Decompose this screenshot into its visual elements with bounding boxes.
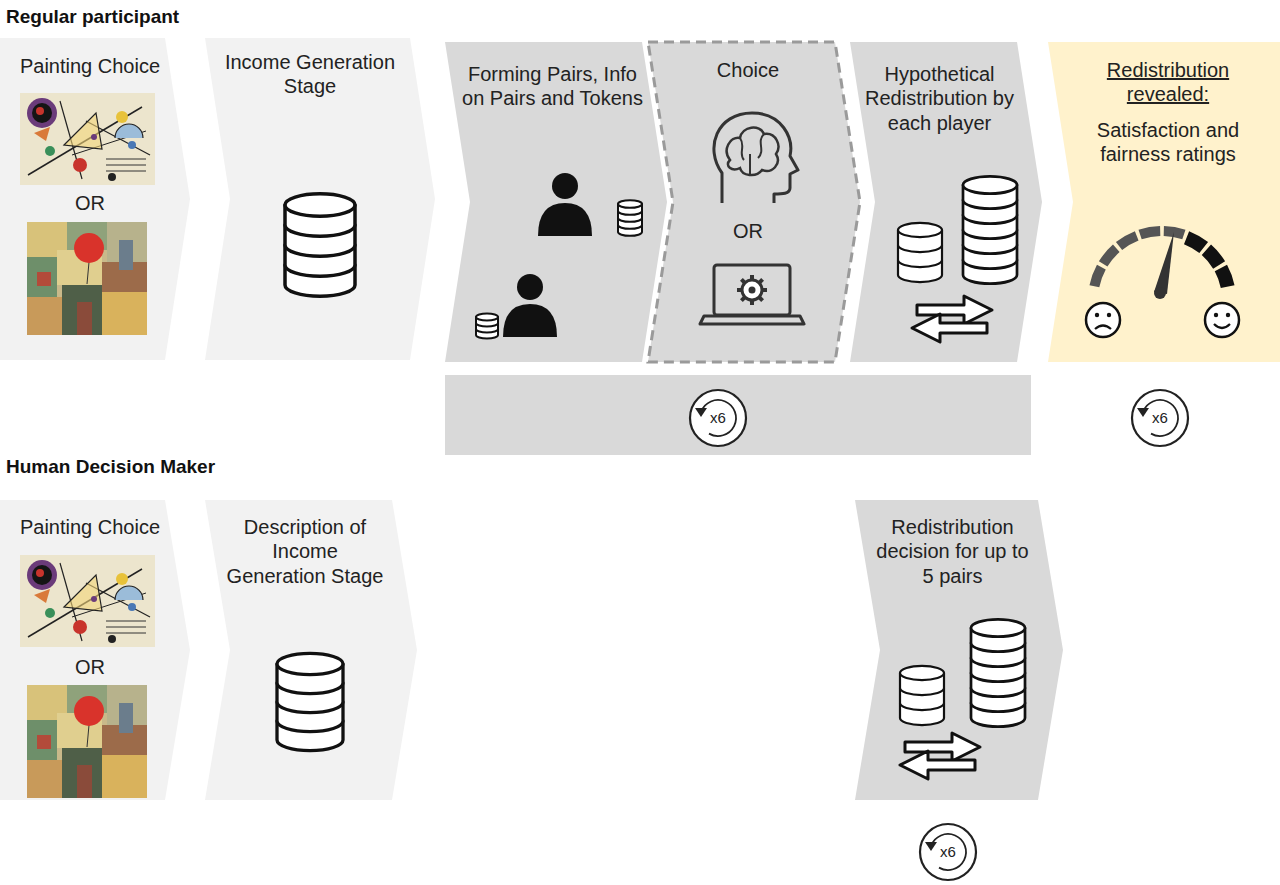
stage-title: Redistribution decision for up to 5 pair… [870,515,1035,588]
stage-title: Forming Pairs, Info on Pairs and Tokens [460,62,645,111]
chevron-shape [445,42,667,362]
stage-chevron: Hypothetical Redistribution by each play… [850,42,1042,362]
repeat-arrow [931,834,966,870]
outcome-chevron: Redistribution revealed: Satisfaction and… [1048,42,1280,362]
row-heading: Regular participant [6,6,179,28]
stage-text: Satisfaction and fairness ratings [1083,118,1253,167]
choice-chevron: ChoiceOR [648,42,860,362]
repeat-icon: x6 [1130,388,1190,448]
stage-chevron: Painting ChoiceOR [0,38,190,360]
stage-chevron: Description of Income Generation Stage [205,500,417,800]
stage-title: Description of Income Generation Stage [220,515,390,588]
choice-chevron-outline [648,42,860,362]
repeat-circle [920,824,976,880]
chevron-shape [850,42,1042,362]
repeat-circle [690,390,746,446]
repeat-icon: x6 [918,822,978,882]
chevron-shape [0,38,190,360]
stage-title: Painting Choice [10,515,170,539]
chevron-shape [648,42,860,362]
chevron-shape [205,500,417,800]
repeat-circle [1132,390,1188,446]
stage-title: Income Generation Stage [220,50,400,99]
chevron-shape [1048,42,1280,362]
row-heading: Human Decision Maker [6,456,215,478]
stage-chevron-outline [0,500,190,800]
stage-chevron: Painting ChoiceOR [0,500,190,800]
stage-title: Hypothetical Redistribution by each play… [862,62,1017,135]
stage-chevron: Redistribution decision for up to 5 pair… [855,500,1063,800]
chevron-shape [0,500,190,800]
stage-text: OR [663,219,833,243]
repeat-arrowhead [1137,408,1149,417]
repeat-arrow [701,400,736,436]
repeat-arrow [1143,400,1178,436]
stage-chevron: Forming Pairs, Info on Pairs and Tokens [445,42,667,362]
repeat-count: x6 [710,409,726,427]
chevron-shape [205,38,435,360]
loop-band [445,375,1031,455]
stage-chevron: Income Generation Stage [205,38,435,360]
repeat-arrowhead [925,842,937,851]
repeat-icon: x6 [688,388,748,448]
repeat-arrowhead [695,408,707,417]
repeat-count: x6 [940,843,956,861]
stage-text: OR [10,655,170,679]
stage-title: Painting Choice [10,54,170,78]
repeat-count: x6 [1152,409,1168,427]
stage-title: Choice [663,58,833,82]
stage-text: OR [10,191,170,215]
chevron-shape [855,500,1063,800]
stage-title: Redistribution revealed: [1083,58,1253,107]
